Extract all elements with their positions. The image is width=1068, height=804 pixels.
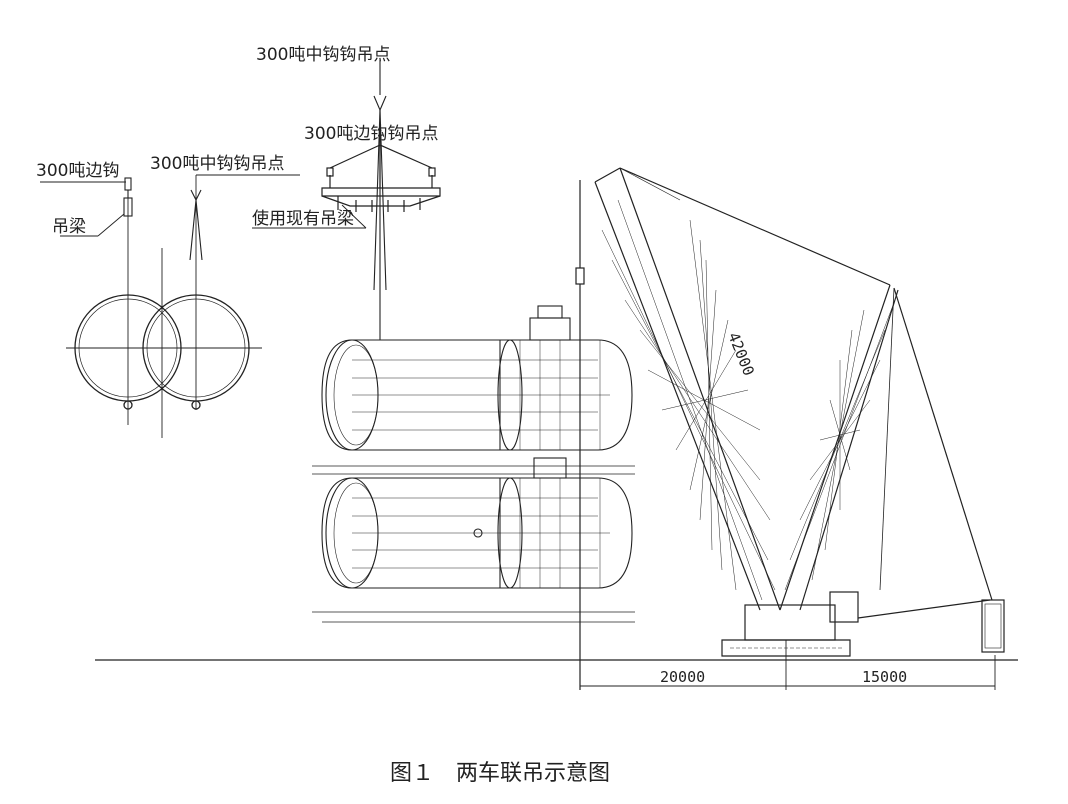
label-leaders	[40, 174, 300, 237]
dim-radius-main: 20000	[660, 668, 705, 686]
leader-beam	[341, 204, 367, 229]
dim-boom-length: 42000	[724, 330, 758, 379]
figure-caption: 图１ 两车联吊示意图	[390, 761, 610, 786]
vessel-upper	[321, 305, 633, 451]
label-beam-left: 吊梁	[52, 217, 86, 237]
vessel-cross-section	[66, 190, 262, 438]
label-side-hook-top: 300吨边钩钩吊点	[304, 124, 438, 144]
radius-dimension-lines	[580, 640, 996, 690]
top-main-hook	[373, 60, 387, 340]
label-existing-beam: 使用现有吊梁	[252, 208, 354, 229]
crawler-crane	[575, 167, 1005, 690]
vessel-lower	[321, 457, 633, 589]
label-main-hook-top: 300吨中钩钩吊点	[256, 45, 390, 65]
left-main-hook	[189, 189, 203, 261]
label-main-hook-left: 300吨中钩钩吊点	[150, 154, 284, 174]
scale-upper	[312, 465, 635, 475]
existing-lifting-beam	[321, 144, 441, 212]
dim-radius-counter: 15000	[862, 668, 907, 686]
label-side-hook-left: 300吨边钩	[36, 161, 119, 181]
left-side-hook	[123, 177, 133, 217]
scale-lower	[312, 611, 635, 623]
